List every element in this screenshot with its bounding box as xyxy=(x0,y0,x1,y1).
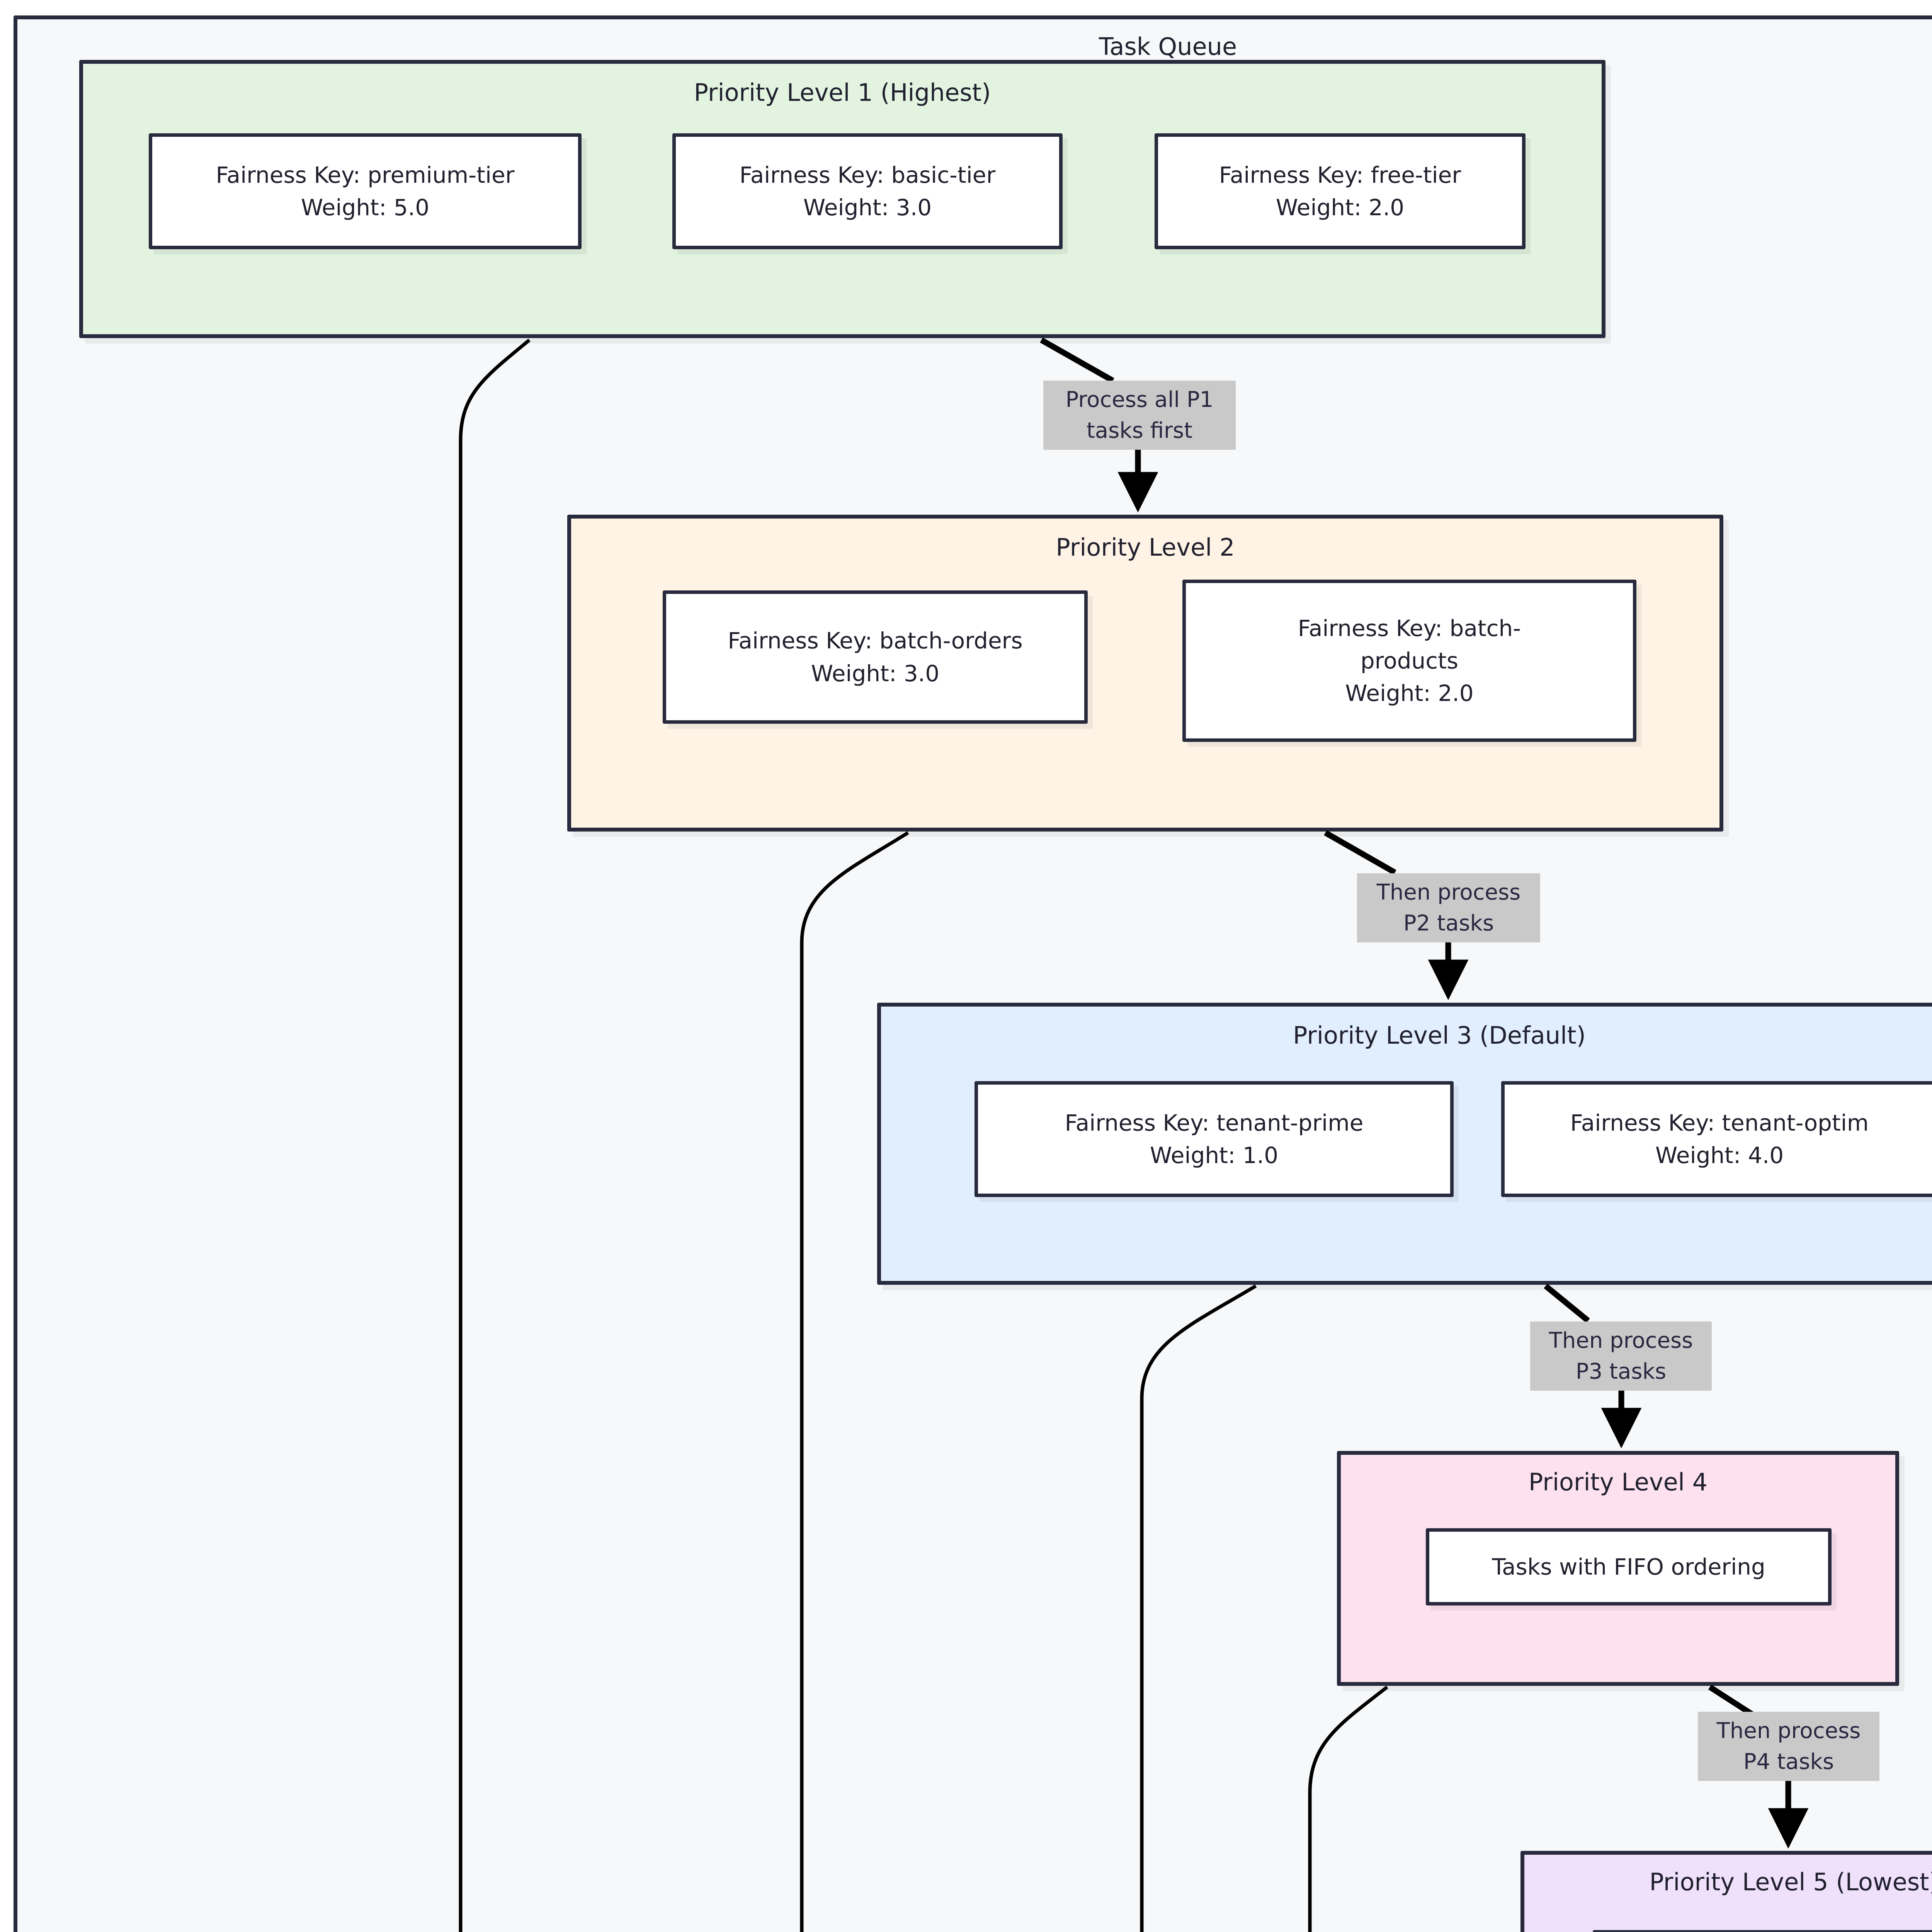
priority-level-4-title: Priority Level 4 xyxy=(1528,1468,1708,1496)
priority-level-5-container: Priority Level 5 (Lowest) xyxy=(1520,1851,1932,1932)
weight-label: Weight: 4.0 xyxy=(1655,1142,1784,1168)
fairness-key-card: Fairness Key: batch- products Weight: 2.… xyxy=(1182,580,1636,742)
priority-level-5-title: Priority Level 5 (Lowest) xyxy=(1649,1868,1932,1896)
fairness-key-card: Fairness Key: tenant-prime Weight: 1.0 xyxy=(975,1081,1454,1197)
fairness-key-label-cont: products xyxy=(1360,647,1459,674)
priority-level-2-title: Priority Level 2 xyxy=(1056,533,1235,561)
fairness-key-label: Fairness Key: batch- xyxy=(1298,615,1521,641)
priority-level-3-title: Priority Level 3 (Default) xyxy=(1293,1021,1586,1049)
priority-level-1-title: Priority Level 1 (Highest) xyxy=(694,78,991,107)
edge-label-p4-to-p5: Then process P4 tasks xyxy=(1698,1712,1879,1781)
fifo-ordering-card: Tasks with FIFO ordering xyxy=(1426,1528,1832,1605)
fairness-key-label: Fairness Key: tenant-optim xyxy=(1570,1109,1869,1136)
fairness-key-label: Fairness Key: basic-tier xyxy=(739,162,996,188)
fairness-key-card: Fairness Key: tenant-optim Weight: 4.0 xyxy=(1501,1081,1932,1197)
task-queue-title: Task Queue xyxy=(1099,32,1237,61)
weight-label: Weight: 3.0 xyxy=(803,194,932,221)
edge-label-p3-to-p4: Then process P3 tasks xyxy=(1530,1321,1712,1391)
edge-label-p2-to-p3: Then process P2 tasks xyxy=(1357,873,1540,943)
fairness-key-card: Fairness Key: free-tier Weight: 2.0 xyxy=(1155,133,1526,249)
fairness-key-label: Fairness Key: tenant-prime xyxy=(1065,1109,1364,1136)
fairness-key-label: Fairness Key: free-tier xyxy=(1219,162,1461,188)
weight-label: Weight: 2.0 xyxy=(1345,680,1474,707)
fairness-key-label: Fairness Key: batch-orders xyxy=(728,628,1023,654)
fairness-key-label: Fairness Key: premium-tier xyxy=(216,162,515,188)
weight-label: Weight: 2.0 xyxy=(1276,194,1405,221)
fairness-key-card: Fairness Key: premium-tier Weight: 5.0 xyxy=(149,133,582,249)
fifo-ordering-label: Tasks with FIFO ordering xyxy=(1492,1553,1765,1580)
weight-label: Weight: 3.0 xyxy=(811,660,940,687)
edge-label-p1-to-p2: Process all P1 tasks first xyxy=(1043,381,1236,450)
fairness-key-card: Fairness Key: batch-orders Weight: 3.0 xyxy=(663,590,1088,724)
fairness-key-card: Fairness Key: basic-tier Weight: 3.0 xyxy=(672,133,1063,249)
weight-label: Weight: 1.0 xyxy=(1150,1142,1279,1168)
fifo-ordering-card: Tasks with FIFO ordering xyxy=(1593,1930,1932,1932)
weight-label: Weight: 5.0 xyxy=(301,194,430,221)
